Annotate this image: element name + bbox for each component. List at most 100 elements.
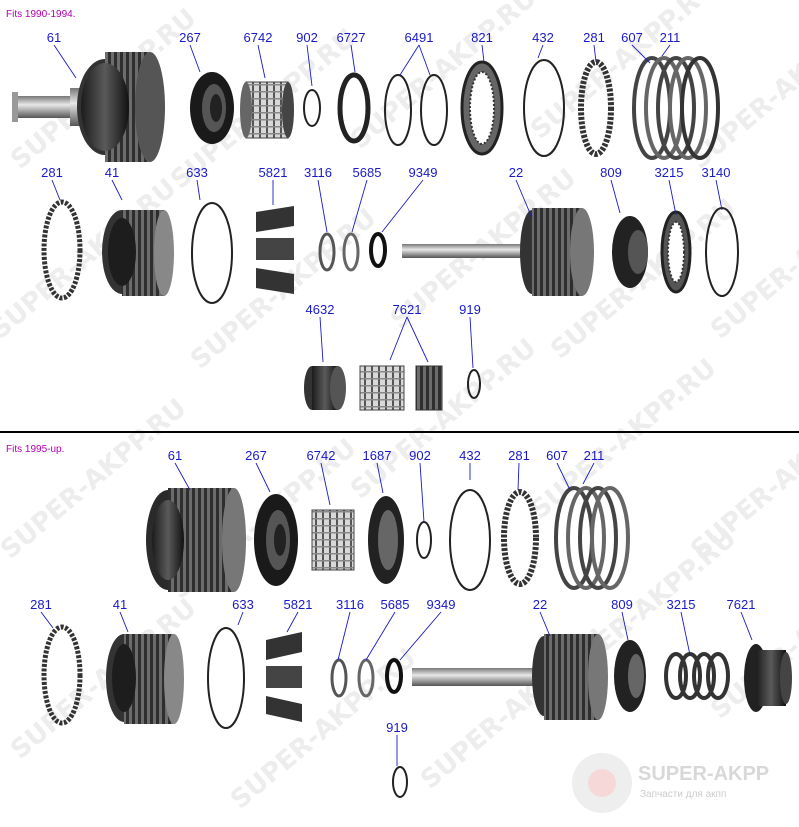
part-919-ring-art xyxy=(467,369,481,399)
part-633-ring-b-art xyxy=(207,627,245,729)
leader-line-6491 xyxy=(418,44,431,76)
part-label-281: 281 xyxy=(508,448,530,463)
part-label-61: 61 xyxy=(168,448,182,463)
part-5685-washer-art xyxy=(342,232,360,272)
part-607-211-clutch-pack-art xyxy=(632,56,720,160)
part-281-plate-art xyxy=(578,59,614,157)
leader-line-809 xyxy=(621,611,629,641)
part-label-809: 809 xyxy=(600,165,622,180)
part-label-9349: 9349 xyxy=(427,597,456,612)
leader-line-3116 xyxy=(337,611,351,661)
leader-line-919 xyxy=(469,316,474,369)
part-label-432: 432 xyxy=(532,30,554,45)
part-label-3116: 3116 xyxy=(304,165,332,180)
part-432-ring-art xyxy=(523,59,565,157)
part-label-4632: 4632 xyxy=(306,302,335,317)
leader-line-7621 xyxy=(740,611,753,641)
part-label-267: 267 xyxy=(179,30,201,45)
part-61-drum-art xyxy=(12,52,165,162)
part-label-41: 41 xyxy=(105,165,119,180)
part-label-5821: 5821 xyxy=(259,165,288,180)
part-label-281: 281 xyxy=(41,165,63,180)
leader-line-211 xyxy=(582,462,595,485)
part-6491-ring-b-art xyxy=(420,74,448,146)
logo-name: SUPER-AKPP xyxy=(638,763,769,785)
part-22-shaft-art xyxy=(402,208,594,296)
part-9349-ring-art xyxy=(369,232,387,268)
part-label-6491: 6491 xyxy=(405,30,434,45)
leader-line-6742 xyxy=(257,44,266,79)
part-label-7621: 7621 xyxy=(393,302,422,317)
watermark-text: SUPER-AKPP.RU xyxy=(345,333,542,505)
part-label-3140: 3140 xyxy=(702,165,731,180)
part-3215-bearing-art xyxy=(660,210,692,294)
part-label-3215: 3215 xyxy=(655,165,684,180)
leader-lines xyxy=(40,44,753,766)
part-label-3116: 3116 xyxy=(336,597,364,612)
leader-line-6727 xyxy=(350,44,356,73)
part-label-902: 902 xyxy=(409,448,431,463)
leader-line-281 xyxy=(40,611,54,629)
leader-line-6742 xyxy=(320,462,331,506)
part-label-267: 267 xyxy=(245,448,267,463)
part-41-hub-b-art xyxy=(106,634,184,724)
part-label-821: 821 xyxy=(471,30,493,45)
part-3116-washer-b-art xyxy=(330,658,348,698)
part-6742-spring-art xyxy=(240,81,294,139)
part-7621-cage-art xyxy=(359,365,443,411)
section-1990-parts-art xyxy=(12,52,739,411)
part-label-7621: 7621 xyxy=(727,597,756,612)
part-label-6742: 6742 xyxy=(244,30,273,45)
section-title-1990: Fits 1990-1994. xyxy=(6,9,76,20)
leader-line-1687 xyxy=(376,462,384,494)
section-1995-parts-art xyxy=(41,486,792,798)
leader-line-5821 xyxy=(286,611,299,633)
leader-line-7621 xyxy=(406,316,429,363)
part-607-211-clutch-pack-b-art xyxy=(554,486,630,590)
leader-line-432 xyxy=(537,44,544,59)
leader-line-809 xyxy=(610,179,621,214)
logo-tagline: Запчасти для акпп xyxy=(640,789,726,800)
watermark-text: SUPER-AKPP.RU xyxy=(685,3,799,175)
part-label-902: 902 xyxy=(296,30,318,45)
part-61-drum-b-art xyxy=(146,488,246,592)
leader-line-5685 xyxy=(351,179,368,233)
part-label-22: 22 xyxy=(509,165,523,180)
part-7621-sleeve-art xyxy=(744,644,792,712)
part-label-1687: 1687 xyxy=(363,448,392,463)
leader-line-633 xyxy=(237,611,244,626)
part-5821-segments-art xyxy=(256,206,294,294)
leader-line-902 xyxy=(306,44,313,87)
leader-line-61 xyxy=(53,44,77,79)
section-title-1995: Fits 1995-up. xyxy=(6,444,64,455)
part-902-ring-b-art xyxy=(416,521,432,559)
part-633-ring-art xyxy=(191,202,233,304)
part-6742-spring-b-art xyxy=(311,509,355,571)
part-267-piston-art xyxy=(190,72,234,144)
part-809-carrier-art xyxy=(612,216,648,288)
part-22-shaft-b-art xyxy=(412,634,608,720)
part-label-3215: 3215 xyxy=(667,597,696,612)
part-label-919: 919 xyxy=(386,720,408,735)
part-9349-ring-b-art xyxy=(385,658,403,694)
leader-line-607 xyxy=(556,462,571,491)
brand-logo: SUPER-AKPP Запчасти для акпп xyxy=(572,753,769,813)
leader-line-7621 xyxy=(389,316,408,361)
part-label-6727: 6727 xyxy=(337,30,366,45)
part-281-plate-c-art xyxy=(501,489,539,587)
part-label-211: 211 xyxy=(584,448,605,463)
leader-line-3116 xyxy=(317,179,328,233)
part-label-22: 22 xyxy=(533,597,547,612)
part-label-61: 61 xyxy=(47,30,61,45)
leader-line-267 xyxy=(189,44,201,73)
leader-line-41 xyxy=(119,611,129,633)
watermark-text: SUPER-AKPP.RU xyxy=(525,353,722,525)
part-label-6742: 6742 xyxy=(307,448,336,463)
leader-line-902 xyxy=(419,462,425,523)
part-5821-segments-b-art xyxy=(266,632,302,722)
leader-line-3215 xyxy=(680,611,691,656)
part-902-ring-art xyxy=(303,89,321,127)
part-label-633: 633 xyxy=(232,597,254,612)
